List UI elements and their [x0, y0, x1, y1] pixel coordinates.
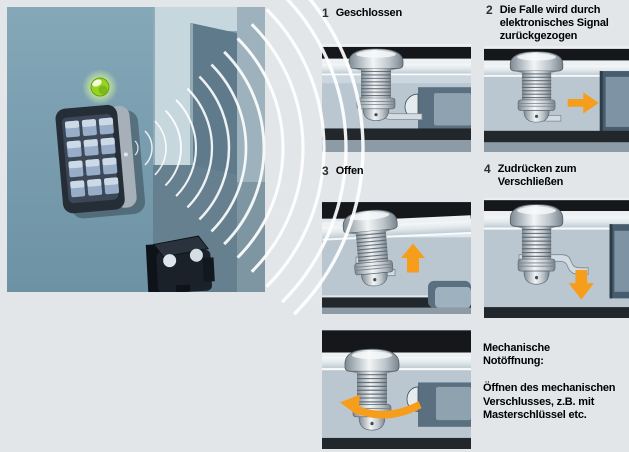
catch-block: [406, 382, 471, 427]
step-1-caption: 1 Geschlossen: [322, 7, 402, 20]
panel-step-3-open: [322, 200, 471, 314]
panel-mechanical-emergency-opening: [322, 327, 471, 449]
note-title: Mechanische Notöffnung:: [483, 341, 550, 368]
step-number: 4: [484, 162, 491, 176]
note-body: Öffnen des mechanischen Verschlusses, z.…: [483, 382, 616, 421]
panel-step-2-retracted: [484, 46, 629, 152]
open-door-icon: [190, 23, 237, 175]
step-number: 2: [486, 3, 493, 17]
step-label: Offen: [335, 165, 364, 177]
catch-block: [428, 280, 471, 308]
step-number: 3: [322, 164, 329, 178]
access-keypad-photo: [7, 7, 265, 294]
panel-step-4-press-shut: [484, 198, 629, 318]
emergency-note: Mechanische Notöffnung: Öffnen des mecha…: [483, 328, 616, 436]
step-label: Geschlossen: [335, 7, 402, 19]
catch-block: [609, 224, 629, 299]
panel-step-1-closed: [322, 44, 471, 152]
step-number: 1: [322, 6, 329, 20]
catch-block: [404, 87, 471, 131]
step-label: Die Falle wird durch elektronisches Sign…: [499, 4, 609, 42]
arrow-rotate-icon: [340, 394, 422, 419]
catch-block: [599, 71, 629, 133]
green-led-icon: [82, 69, 118, 105]
step-2-caption: 2 Die Falle wird durch elektronisches Si…: [486, 4, 609, 43]
latch-lock-icon: [145, 235, 215, 294]
step-4-caption: 4 Zudrücken zum Verschließen: [484, 162, 577, 189]
step-label: Zudrücken zum Verschließen: [497, 163, 577, 188]
step-3-caption: 3 Offen: [322, 164, 364, 178]
arrow-down-icon: [568, 270, 594, 300]
keypad-icon: [55, 104, 146, 219]
